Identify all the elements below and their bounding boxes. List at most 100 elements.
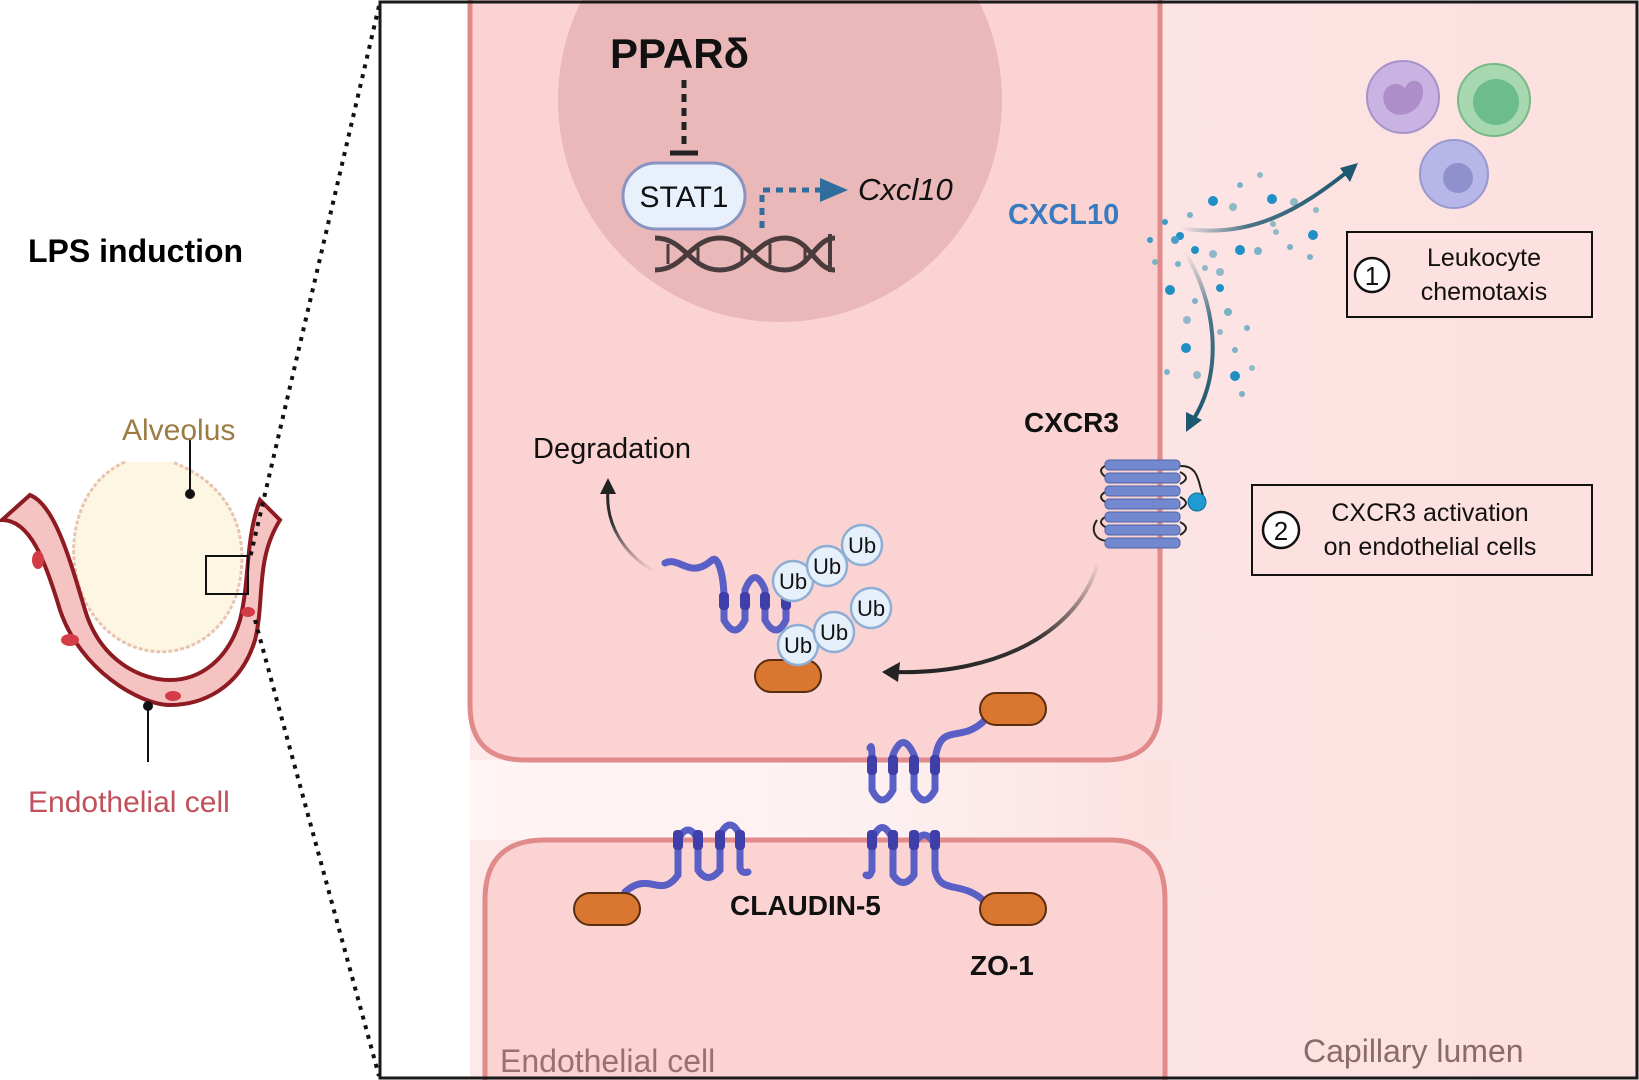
signal-arrowhead xyxy=(882,662,900,682)
chemokine-particle xyxy=(1202,265,1208,271)
chemokine-particle xyxy=(1249,365,1255,371)
chemokine-particle xyxy=(1290,198,1298,206)
receptor-arrowhead xyxy=(1186,412,1202,432)
degradation-arrow xyxy=(606,489,656,574)
claudin-single xyxy=(621,821,752,896)
chemotaxis-arrow xyxy=(1179,166,1354,233)
chemokine-particle xyxy=(1152,259,1158,265)
ubiquitin-label: Ub xyxy=(848,533,876,558)
chemokine-particle xyxy=(1147,237,1153,243)
chemokine-particle xyxy=(1171,236,1179,244)
ubiquitin-label: Ub xyxy=(820,620,848,645)
chemokine-particle xyxy=(1239,391,1245,397)
chemokine-particle xyxy=(1191,246,1199,254)
chemokine-particle xyxy=(1230,371,1240,381)
ubiquitin-label: Ub xyxy=(784,633,812,658)
callout-1-number: 1 xyxy=(1365,261,1379,291)
chemokine-particle xyxy=(1217,329,1223,335)
callout-1-line1: Leukocyte xyxy=(1427,244,1541,272)
chemokine-particle xyxy=(1287,244,1293,250)
ubiquitin-label: Ub xyxy=(857,596,885,621)
chemokine-particle xyxy=(1254,247,1262,255)
leukocyte-neutrophil-icon xyxy=(1366,60,1440,134)
region-label-endothelial-cell: Endothelial cell xyxy=(500,1043,715,1079)
callout-2-line1: CXCR3 activation xyxy=(1331,499,1528,527)
tm-segment xyxy=(719,592,729,610)
chemokine-particle xyxy=(1183,316,1191,324)
chemokine-particle xyxy=(1175,261,1181,267)
leukocyte-lymphocyte-icon xyxy=(1457,63,1531,137)
claudin-single-tm xyxy=(673,830,745,850)
degradation-label: Degradation xyxy=(533,433,691,465)
tm-segment xyxy=(760,592,770,610)
callout-cxcr3-activation: 2 CXCR3 activation on endothelial cells xyxy=(1251,484,1593,576)
cxcl10-bound-ligand xyxy=(1187,492,1207,512)
claudin5-label: CLAUDIN-5 xyxy=(730,890,881,921)
endothelial-label: Endothelial cell xyxy=(28,786,230,819)
chemokine-particle xyxy=(1224,308,1232,316)
overview-panel: LPS induction Alveolus Endothelial cell xyxy=(0,5,381,1077)
chemokine-particle xyxy=(1181,343,1191,353)
zo1-lower-left-icon xyxy=(573,892,641,926)
tm-segment xyxy=(740,592,750,610)
alveolus-icon xyxy=(72,460,244,654)
chemokine-particle xyxy=(1216,268,1224,276)
chemokine-particle xyxy=(1313,207,1319,213)
ubiquitin-icon xyxy=(849,586,893,630)
chemokine-particle xyxy=(1257,172,1263,178)
stat1-label: STAT1 xyxy=(640,181,729,214)
chemokine-particle xyxy=(1270,221,1276,227)
chemokine-particles xyxy=(1147,172,1319,397)
internalized-claudin-icon xyxy=(661,555,790,634)
chemokine-particle xyxy=(1273,229,1279,235)
ppard-label: PPARδ xyxy=(610,30,749,77)
chemokine-particle xyxy=(1209,250,1217,258)
chemokine-particle xyxy=(1187,212,1193,218)
chemokine-particle xyxy=(1192,298,1198,304)
chemokine-particle xyxy=(1308,230,1318,240)
cxcr3-label: CXCR3 xyxy=(1024,407,1119,438)
receptor-arrow xyxy=(1183,250,1215,422)
alveolus-pointer-dot xyxy=(185,489,195,499)
transcription-arrowhead xyxy=(820,178,848,202)
cxcl10-gene-label: Cxcl10 xyxy=(858,172,953,207)
callout-2-number: 2 xyxy=(1274,516,1288,546)
chemokine-particle xyxy=(1229,203,1237,211)
detail-frame xyxy=(378,0,1639,1080)
chemotaxis-arrowhead xyxy=(1340,163,1358,182)
claudin-tm-segments xyxy=(867,755,940,850)
chemokine-particle xyxy=(1165,285,1175,295)
ubiquitin-icon xyxy=(812,610,856,654)
chemokine-particle xyxy=(1237,182,1243,188)
callout-2-line2: on endothelial cells xyxy=(1324,533,1537,561)
degradation-arrowhead xyxy=(600,478,616,494)
zo1-label: ZO-1 xyxy=(970,950,1034,981)
chemokine-particle xyxy=(1193,371,1201,379)
region-label-capillary-lumen: Capillary lumen xyxy=(1303,1033,1524,1069)
intercellular-gap xyxy=(470,760,1170,840)
chemokine-particle xyxy=(1216,284,1224,292)
callout-leukocyte-chemotaxis: 1 Leukocyte chemotaxis xyxy=(1346,231,1593,318)
cxcl10-protein-label: CXCL10 xyxy=(1008,199,1119,231)
vessel-icon xyxy=(0,492,283,708)
zoom-box xyxy=(205,555,249,595)
ubiquitin-icon xyxy=(840,523,884,567)
left-white-band xyxy=(380,2,470,1078)
ubiquitin-icon xyxy=(805,544,849,588)
ubiquitin-label: Ub xyxy=(813,554,841,579)
zo1-upper-icon xyxy=(979,692,1047,726)
chemokine-particle xyxy=(1162,219,1168,225)
chemokine-particle xyxy=(1267,194,1277,204)
zoom-line-bottom xyxy=(253,619,381,1077)
chemokine-particle xyxy=(1232,347,1238,353)
cxcr3-receptor-icon xyxy=(1092,459,1207,549)
callout-1-line2: chemotaxis xyxy=(1421,278,1547,306)
detail-panel: PPARδ STAT1 Cxcl10 CXCL10 xyxy=(378,0,1639,1080)
signal-arrow xyxy=(894,561,1100,675)
chemokine-particle xyxy=(1307,254,1313,260)
alveolus-label: Alveolus xyxy=(122,414,235,447)
leukocyte-granulocyte-icon xyxy=(1419,139,1489,209)
ubiquitin-label: Ub xyxy=(779,569,807,594)
